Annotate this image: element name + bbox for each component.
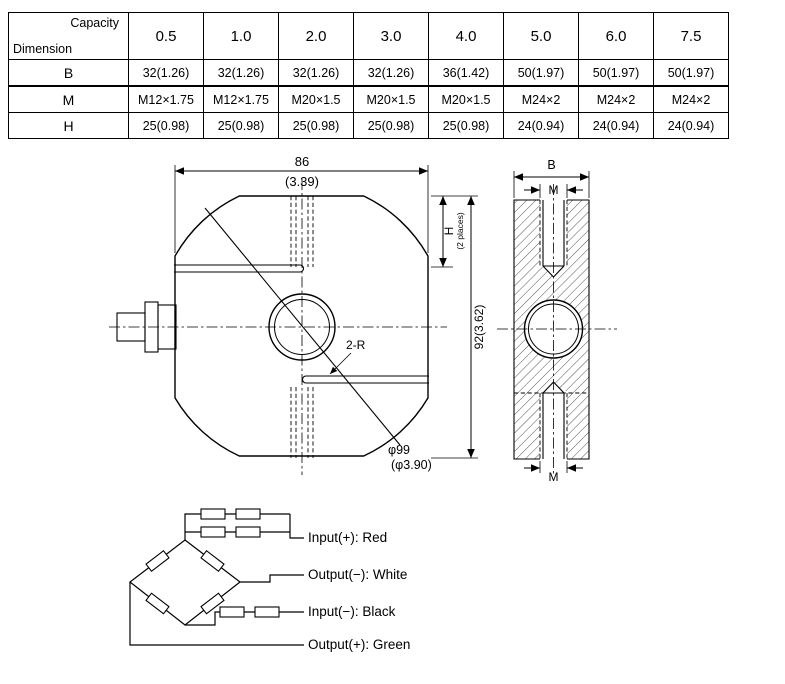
spec-cell: 25(0.98): [353, 112, 429, 139]
spec-cell: 25(0.98): [128, 112, 204, 139]
bridge-strain-gauges: [145, 549, 225, 615]
row-label-cell: H: [8, 112, 129, 139]
compensation-resistor: [200, 526, 226, 538]
dim-b-label: B: [547, 158, 555, 172]
table-row-B: B 32(1.26) 32(1.26) 32(1.26) 32(1.26) 36…: [8, 59, 729, 87]
compensation-resistor: [235, 508, 261, 520]
dim-m-bottom-label: M: [549, 470, 559, 483]
wire-input-negative: [185, 606, 304, 626]
dim-width-mm-label: 86: [295, 154, 309, 169]
spec-cell: M24×2: [578, 85, 654, 113]
spec-cell: M20×1.5: [353, 85, 429, 113]
thread-detail: [514, 200, 589, 459]
capacity-header-cell: 6.0: [578, 12, 654, 60]
side-view-drawing: B M M: [497, 158, 617, 483]
dia-mm-label: φ99: [388, 443, 410, 457]
spec-cell: 50(1.97): [653, 59, 729, 87]
strain-gauge-resistor: [200, 592, 225, 615]
bridge-circuit-diagram: Input(+): Red Output(−): White Input(−):…: [129, 508, 410, 652]
spec-cell: M24×2: [503, 85, 579, 113]
wire-label-output-positive: Output(+): Green: [308, 637, 410, 652]
dim-h-label: H: [442, 227, 456, 236]
table-row-H: H 25(0.98) 25(0.98) 25(0.98) 25(0.98) 25…: [8, 112, 729, 139]
wire-label-input-positive: Input(+): Red: [308, 530, 387, 545]
spec-cell: 25(0.98): [203, 112, 279, 139]
spec-cell: 24(0.94): [653, 112, 729, 139]
hidden-thread-lines: [290, 196, 314, 458]
capacity-header-cell: 3.0: [353, 12, 429, 60]
spec-cell: M12×1.75: [203, 85, 279, 113]
width-dimension: 86 (3.39): [174, 154, 429, 253]
spec-cell: 25(0.98): [428, 112, 504, 139]
dimension-table: Capacity Dimension 0.5 1.0 2.0 3.0 4.0 5…: [8, 12, 729, 139]
spec-cell: 32(1.26): [128, 59, 204, 87]
strain-gauge-resistor: [145, 549, 170, 573]
spec-cell: 32(1.26): [203, 59, 279, 87]
table-row-M: M M12×1.75 M12×1.75 M20×1.5 M20×1.5 M20×…: [8, 85, 729, 113]
spec-cell: 32(1.26): [278, 59, 354, 87]
capacity-header-cell: 5.0: [503, 12, 579, 60]
slot-radius-label: 2-R: [346, 338, 366, 352]
m-dimension-bottom: M: [524, 461, 583, 483]
wire-output-negative: [240, 574, 304, 583]
b-dimension: B: [513, 158, 590, 198]
capacity-header-cell: 0.5: [128, 12, 204, 60]
strain-gauge-resistor: [145, 592, 170, 615]
height-dimensions: H (2 places) 92(3.62): [431, 195, 486, 459]
compensation-resistor: [200, 508, 226, 520]
capacity-header-cell: 2.0: [278, 12, 354, 60]
capacity-header-cell: 1.0: [203, 12, 279, 60]
wire-label-input-negative: Input(−): Black: [308, 604, 396, 619]
front-view-drawing: 86 (3.39) H (2 places) 92(3.62) 2-R φ99 …: [109, 154, 486, 475]
capacity-header-cell: 4.0: [428, 12, 504, 60]
upper-slot: [174, 264, 305, 273]
lower-slot: [301, 375, 429, 384]
spec-cell: M20×1.5: [428, 85, 504, 113]
wire-output-positive: [129, 582, 304, 646]
dim-h-note-label: (2 places): [455, 212, 465, 249]
spec-cell: 24(0.94): [503, 112, 579, 139]
compensation-resistor: [219, 606, 245, 618]
dia-in-label: (φ3.90): [391, 458, 432, 472]
diameter-reference-line: [204, 207, 401, 446]
dim-width-in-label: (3.39): [285, 174, 319, 189]
spec-cell: 25(0.98): [278, 112, 354, 139]
spec-cell: M20×1.5: [278, 85, 354, 113]
spec-cell: 36(1.42): [428, 59, 504, 87]
wire-input-positive: [184, 508, 304, 540]
header-dimension-label: Dimension: [13, 42, 73, 56]
cable-connector: [116, 301, 177, 353]
dim-92-label: 92(3.62): [472, 305, 486, 350]
spec-cell: M24×2: [653, 85, 729, 113]
diagonal-header-cell: Capacity Dimension: [8, 12, 129, 60]
capacity-header-cell: 7.5: [653, 12, 729, 60]
section-outline: [513, 199, 590, 460]
spec-cell: 24(0.94): [578, 112, 654, 139]
row-label-cell: M: [8, 85, 129, 113]
spec-cell: M12×1.75: [128, 85, 204, 113]
dim-m-top-label: M: [549, 183, 559, 197]
spec-cell: 50(1.97): [503, 59, 579, 87]
spec-cell: 32(1.26): [353, 59, 429, 87]
m-dimension-top: M: [524, 183, 583, 198]
row-label-cell: B: [8, 59, 129, 87]
compensation-resistor: [254, 606, 280, 618]
spec-cell: 50(1.97): [578, 59, 654, 87]
compensation-resistor: [235, 526, 261, 538]
strain-gauge-resistor: [200, 549, 225, 573]
wire-label-output-negative: Output(−): White: [308, 567, 407, 582]
header-capacity-label: Capacity: [70, 16, 119, 30]
slot-radius-callout: 2-R: [329, 338, 366, 375]
